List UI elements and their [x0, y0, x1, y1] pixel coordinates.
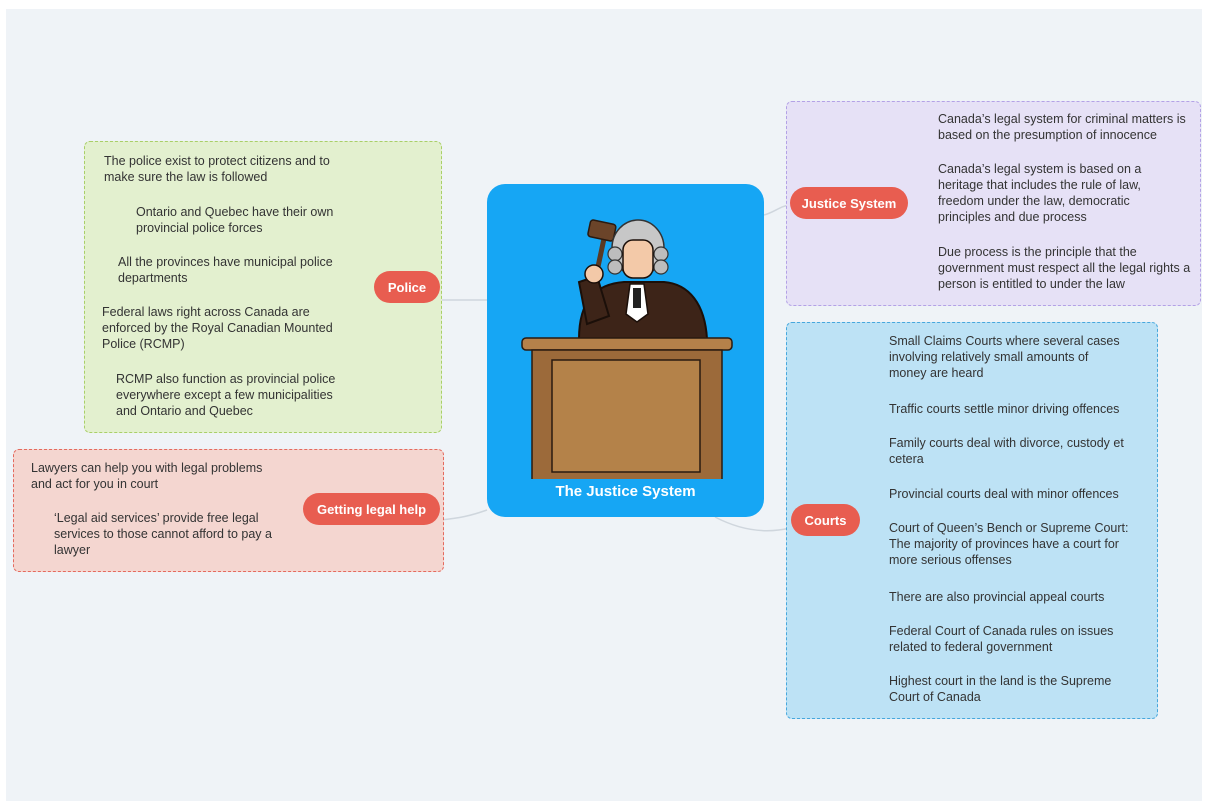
courts-node[interactable]: Courts [791, 504, 860, 536]
courts-item: Traffic courts settle minor driving offe… [889, 402, 1120, 416]
courts-item: There are also provincial appeal courts [889, 590, 1105, 604]
justice-system-item: Due process is the principle that the go… [938, 245, 1191, 291]
justice-system-group [786, 101, 1201, 306]
justice-system-item: Canada’s legal system is based on a heri… [938, 162, 1142, 224]
police-item: RCMP also function as provincial police … [116, 372, 336, 418]
connector-legal-help [439, 509, 488, 521]
courts-item: Provincial courts deal with minor offenc… [889, 487, 1119, 501]
courts-item: Federal Court of Canada rules on issues … [889, 624, 1114, 654]
police-node[interactable]: Police [374, 271, 440, 303]
courts-item: Small Claims Courts where several cases … [889, 334, 1120, 380]
legal-help-node[interactable]: Getting legal help [303, 493, 440, 525]
courts-item: Family courts deal with divorce, custody… [889, 436, 1124, 466]
central-topic[interactable]: The Justice System [487, 184, 764, 517]
police-item: The police exist to protect citizens and… [104, 154, 330, 184]
police-item: Ontario and Quebec have their own provin… [136, 205, 334, 235]
courts-item: Court of Queen’s Bench or Supreme Court:… [889, 521, 1129, 567]
justice-system-item: Canada’s legal system for criminal matte… [938, 112, 1186, 142]
police-item: Federal laws right across Canada are enf… [102, 305, 333, 351]
central-topic-title: The Justice System [555, 483, 696, 500]
legal-help-item: ‘Legal aid services’ provide free legal … [54, 511, 272, 557]
judge-illustration [521, 219, 733, 479]
connector-courts [714, 516, 791, 532]
justice-system-node[interactable]: Justice System [790, 187, 908, 219]
courts-item: Highest court in the land is the Supreme… [889, 674, 1112, 704]
legal-help-item: Lawyers can help you with legal problems… [31, 461, 263, 491]
police-item: All the provinces have municipal police … [118, 255, 333, 285]
